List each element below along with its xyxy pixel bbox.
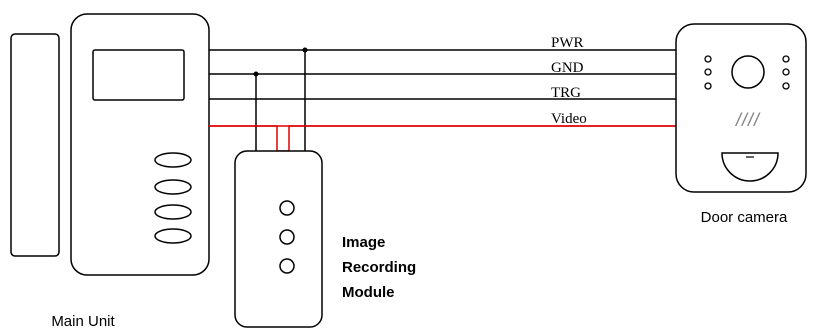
wire-label-trg: TRG [551,85,581,101]
wire-label-pwr: PWR [551,35,584,51]
ir-led [704,82,712,90]
door-camera-speaker-grille: //// [734,110,761,130]
recording-module-label-line-3: Module [342,284,395,301]
main-unit-handset [10,33,60,257]
main-unit-button [154,204,192,220]
recording-module-label-line-2: Recording [342,259,416,276]
main-unit-button [154,152,192,168]
wire-label-video: Video [551,111,587,127]
ir-led [782,55,790,63]
ir-led [704,55,712,63]
pwr-junction-dot [302,47,308,53]
door-camera-body [675,23,807,193]
ir-led [782,68,790,76]
recording-module-button [279,258,295,274]
main-unit-caption: Main Unit [51,313,115,330]
main-unit-button [154,228,192,244]
recording-module-button [279,229,295,245]
main-unit-screen [92,49,185,101]
gnd-junction-dot [253,71,259,77]
ir-led [782,82,790,90]
door-camera-call-button [721,152,779,182]
recording-module-body [234,150,323,328]
door-camera-caption: Door camera [701,209,788,226]
recording-module-button [279,200,295,216]
door-camera-lens [731,55,765,89]
recording-module-label-line-1: Image [342,234,385,251]
main-unit-buttons [154,152,192,244]
video-loop-wire [209,125,676,152]
wire-label-gnd: GND [551,60,584,76]
main-unit-button [154,179,192,195]
door-camera-ir-leds [704,55,790,90]
ir-led [704,68,712,76]
